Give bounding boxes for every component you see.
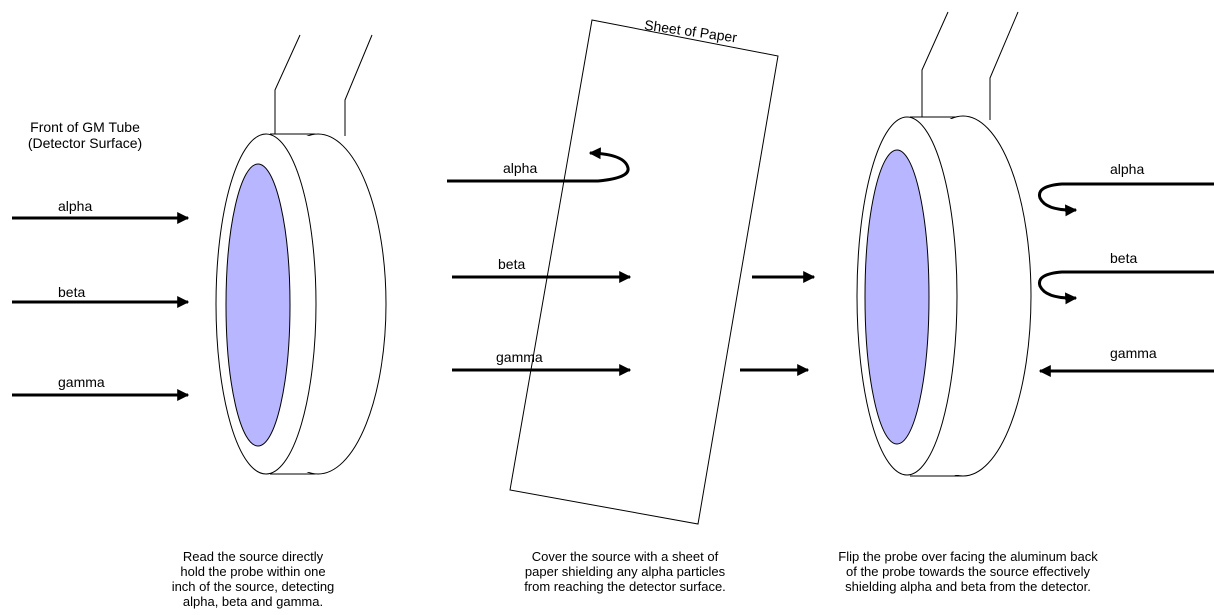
left-gm-probe	[215, 34, 387, 475]
middle-beta-label: beta	[498, 256, 525, 272]
right-probe-handle	[921, 11, 1019, 120]
left-detector-surface	[225, 163, 291, 447]
right-alpha-arrow-blocked	[1037, 182, 1214, 217]
middle-caption: Cover the source with a sheet of paper s…	[524, 549, 726, 594]
left-probe-handle	[274, 34, 373, 136]
left-gamma-label: gamma	[58, 374, 105, 390]
middle-alpha-label: alpha	[503, 160, 537, 176]
left-alpha-label: alpha	[58, 198, 92, 214]
sheet-of-paper	[509, 19, 779, 525]
right-gm-probe	[856, 11, 1032, 477]
left-beta-label: beta	[58, 284, 85, 300]
left-heading-line2: (Detector Surface)	[28, 135, 142, 151]
right-beta-arrow-blocked	[1037, 270, 1214, 305]
left-caption: Read the source directly hold the probe …	[171, 549, 335, 609]
right-gamma-label: gamma	[1110, 345, 1157, 361]
right-beta-label: beta	[1110, 250, 1137, 266]
middle-alpha-arrow-deflected	[447, 147, 630, 183]
right-detector-surface	[864, 149, 930, 445]
right-caption: Flip the probe over facing the aluminum …	[838, 549, 1098, 594]
middle-gamma-label: gamma	[496, 349, 543, 365]
right-alpha-label: alpha	[1110, 161, 1144, 177]
left-heading-line1: Front of GM Tube	[30, 119, 140, 135]
